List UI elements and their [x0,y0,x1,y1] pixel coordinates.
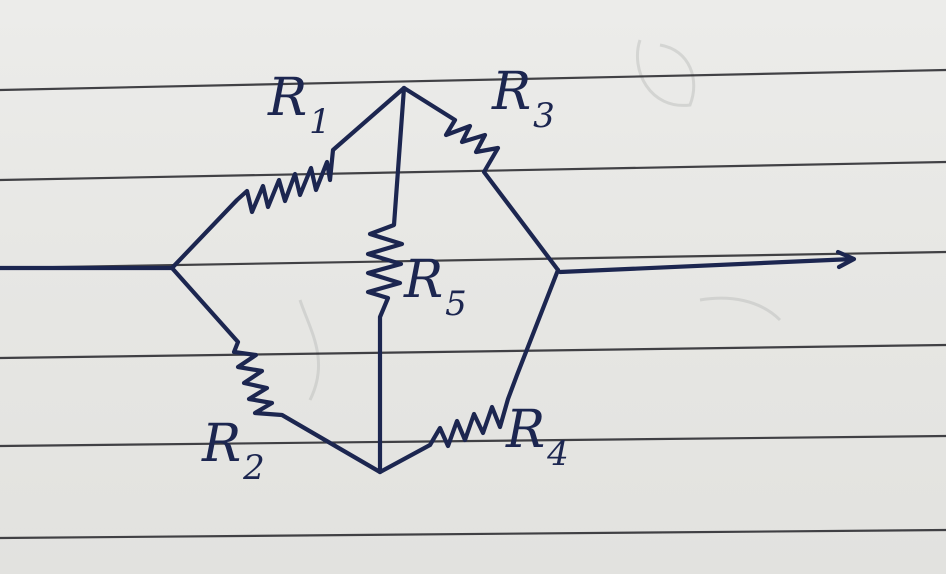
resistor-r1 [169,85,407,271]
label-r2-subscript: 2 [243,448,265,488]
label-r1-subscript: 1 [309,102,331,142]
resistor-r5 [365,85,407,475]
label-r3-subscript: 3 [533,96,555,136]
label-r3-letter: R [492,62,532,122]
ruled-line [0,68,946,92]
resistor-r2 [169,265,383,475]
output-lead-arrow [557,256,856,275]
arrowhead [835,249,857,270]
label-r2: R2 [202,418,265,485]
label-r2-letter: R [202,414,242,474]
ruled-lines [0,68,946,540]
label-r5-letter: R [404,250,444,310]
label-r4-subscript: 4 [547,434,569,474]
bleed-through-marks [298,39,782,401]
resistor-r3 [401,85,561,273]
label-r1-letter: R [268,68,308,128]
ruled-line [0,343,946,360]
ruled-line [0,250,946,270]
label-r3: R3 [492,66,555,133]
circuit [0,85,857,475]
label-r4-letter: R [506,400,546,460]
label-r5-subscript: 5 [445,284,467,324]
ruled-line [0,160,946,182]
ruled-line [0,434,946,448]
resistor-r4 [377,267,561,475]
label-r1: R1 [268,72,331,139]
label-r4: R4 [506,404,569,471]
label-r5: R5 [404,254,467,321]
ruled-line [0,528,946,540]
